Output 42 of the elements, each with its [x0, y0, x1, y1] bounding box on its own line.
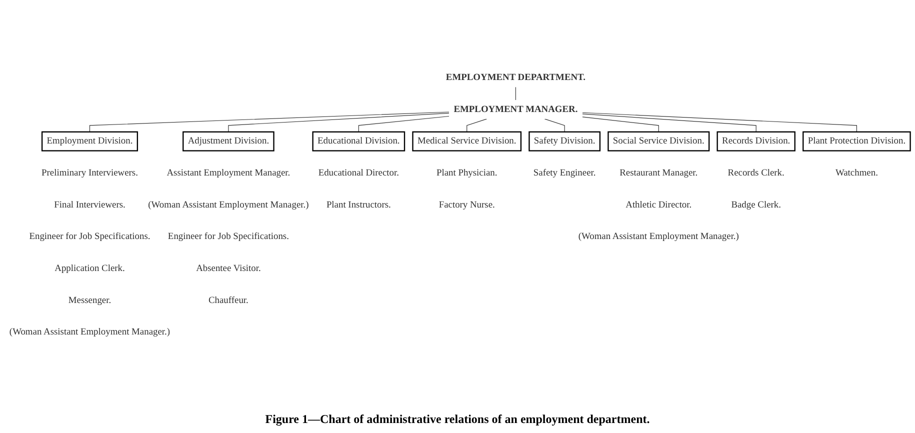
connector — [582, 112, 857, 132]
connector — [582, 116, 659, 132]
node-label: Records Clerk. — [728, 168, 784, 178]
node-text: EMPLOYMENT DEPARTMENT. — [446, 72, 586, 82]
node-label: Factory Nurse. — [438, 200, 495, 210]
node-label: Absentee Visitor. — [196, 263, 261, 274]
node-label: Badge Clerk. — [731, 200, 781, 210]
node-label: Educational Director. — [318, 168, 399, 178]
node-box: Employment Division. — [41, 131, 138, 152]
node-label: Assistant Employment Manager. — [166, 168, 290, 178]
node-label: Athletic Director. — [626, 200, 692, 210]
node-label: (Woman Assistant Employment Manager.) — [578, 232, 739, 242]
node-label: Engineer for Job Specifications. — [168, 232, 289, 242]
node-box: Educational Division. — [312, 131, 406, 152]
node-box: Plant Protection Division. — [802, 131, 911, 152]
connector — [358, 116, 450, 132]
node-label: Messenger. — [68, 295, 112, 306]
node-label: Engineer for Job Specifications. — [29, 232, 150, 242]
connector — [515, 86, 516, 100]
node-box: Adjustment Division. — [182, 131, 274, 152]
node-label: Application Clerk. — [54, 263, 125, 274]
connector — [544, 118, 565, 132]
connector — [466, 118, 488, 132]
node-label: Restaurant Manager. — [620, 168, 698, 178]
node-label: Final Interviewers. — [54, 200, 126, 210]
connector — [89, 112, 450, 132]
node-label: (Woman Assistant Employment Manager.) — [148, 200, 309, 210]
node-text: EMPLOYMENT MANAGER. — [454, 104, 578, 114]
connector — [228, 112, 450, 132]
node-label: (Woman Assistant Employment Manager.) — [9, 327, 170, 338]
node-box: Records Division. — [716, 131, 796, 152]
node-label: Safety Engineer. — [533, 168, 596, 178]
node-label: Plant Physician. — [436, 168, 498, 178]
node-box: Social Service Division. — [608, 131, 710, 152]
figure-caption: Figure 1—Chart of administrative relations of an employment department. — [265, 411, 650, 428]
node-box: Safety Division. — [528, 131, 601, 152]
node-label: Chauffeur. — [208, 295, 248, 306]
node-label: Preliminary Interviewers. — [42, 168, 138, 178]
node-box: Medical Service Division. — [412, 131, 522, 152]
node-label: Watchmen. — [835, 168, 878, 178]
node-label: Plant Instructors. — [326, 200, 391, 210]
connector — [582, 114, 756, 132]
